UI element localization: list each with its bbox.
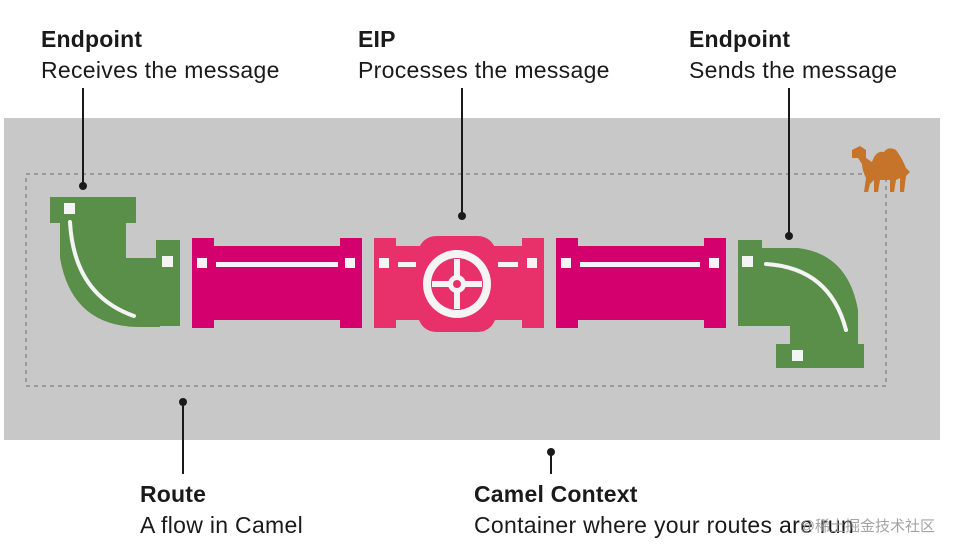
camel-icon [852, 146, 910, 192]
camel-context-title: Camel Context [474, 481, 638, 507]
camel-context-label: Camel Context Container where your route… [474, 483, 854, 537]
endpoint-in-label: Endpoint Receives the message [41, 28, 280, 82]
route-title: Route [140, 481, 207, 507]
eip-valve [374, 236, 544, 332]
pipe-segment-1 [192, 238, 362, 328]
endpoint-out-label: Endpoint Sends the message [689, 28, 897, 82]
callout-lines [82, 88, 790, 474]
endpoint-in-desc: Receives the message [41, 57, 280, 83]
endpoint-in-elbow [50, 197, 180, 327]
camel-context-desc: Container where your routes are run [474, 512, 854, 538]
endpoint-in-title: Endpoint [41, 26, 143, 52]
eip-label: EIP Processes the message [358, 28, 610, 82]
watermark: @稀土掘金技术社区 [799, 518, 935, 535]
valve-wheel-icon [423, 250, 491, 318]
eip-title: EIP [358, 26, 396, 52]
endpoint-out-desc: Sends the message [689, 57, 898, 83]
route-desc: A flow in Camel [140, 512, 304, 538]
endpoint-out-title: Endpoint [689, 26, 791, 52]
endpoint-out-elbow [738, 240, 864, 368]
callout-dots [79, 182, 793, 456]
route-label: Route A flow in Camel [140, 483, 303, 537]
pipe-segment-2 [556, 238, 726, 328]
eip-desc: Processes the message [358, 57, 610, 83]
